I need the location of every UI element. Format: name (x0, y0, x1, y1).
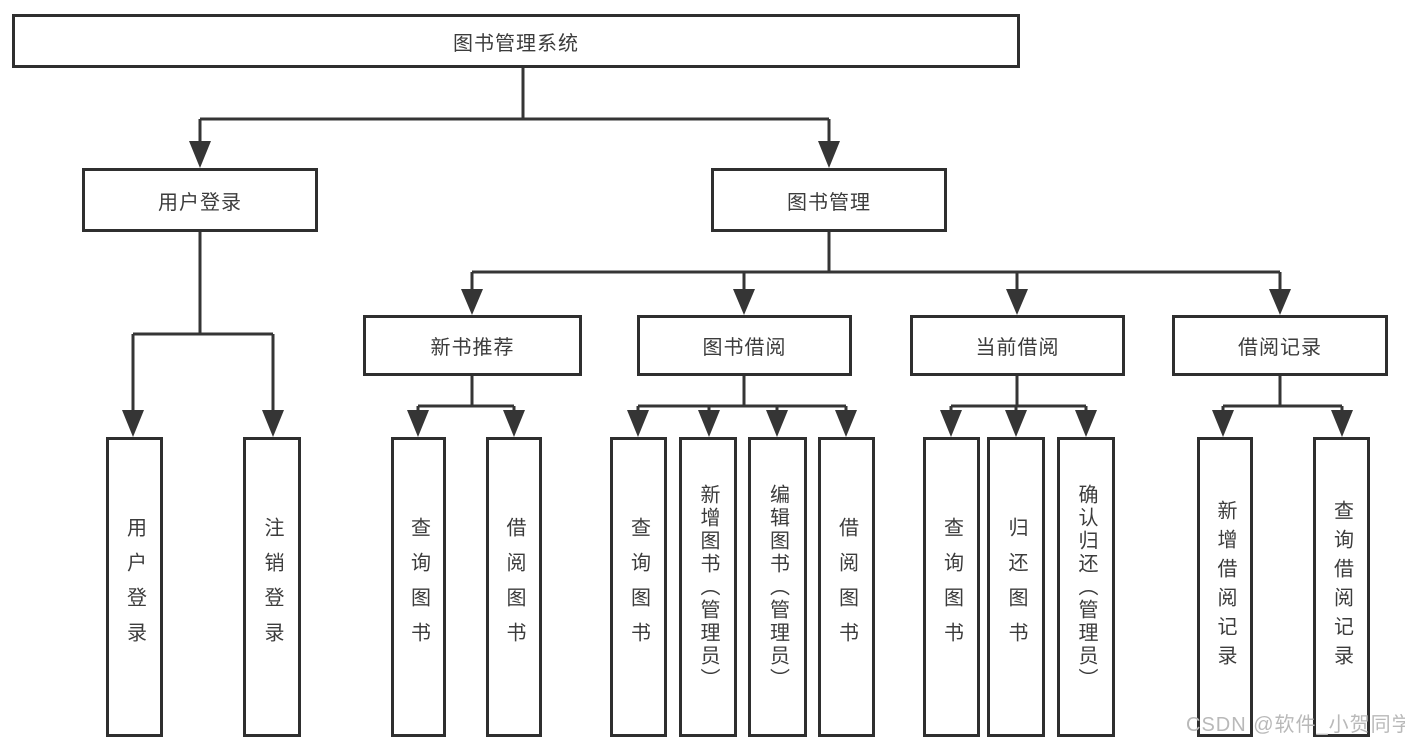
leaf-confirm-return-admin: 确认归还（管理员） (1057, 437, 1115, 737)
node-label: 借阅图书 (835, 517, 858, 657)
leaf-add-books-admin: 新增图书（管理员） (679, 437, 737, 737)
node-label: 借阅记录 (1238, 337, 1322, 359)
node-label: 新书推荐 (430, 337, 515, 359)
node-user-login: 用户登录 (82, 168, 318, 232)
watermark: CSDN @软件_小贺同学 (1186, 714, 1405, 736)
node-label: 查询图书 (627, 517, 650, 657)
leaf-query-books-borrowing: 查询图书 (610, 437, 667, 737)
node-label: 注销登录 (261, 517, 283, 657)
node-label: 新增借阅记录 (1214, 500, 1236, 674)
node-label: 查询图书 (940, 517, 963, 657)
leaf-query-borrow-record: 查询借阅记录 (1313, 437, 1370, 737)
node-book-borrowing: 图书借阅 (637, 315, 852, 376)
node-label: 图书管理 (787, 191, 871, 214)
node-label: 编辑图书（管理员） (766, 483, 789, 691)
leaf-query-books-current: 查询图书 (923, 437, 980, 737)
node-label: 用户登录 (123, 517, 146, 657)
node-label: 归还图书 (1005, 517, 1027, 657)
leaf-return-books: 归还图书 (987, 437, 1045, 737)
leaf-edit-books-admin: 编辑图书（管理员） (748, 437, 807, 737)
leaf-borrow-books-recommend: 借阅图书 (486, 437, 542, 737)
leaf-borrow-books: 借阅图书 (818, 437, 875, 737)
node-label: 当前借阅 (975, 337, 1060, 359)
node-label: 图书借阅 (702, 337, 787, 359)
leaf-user-login: 用户登录 (106, 437, 163, 737)
node-current-borrowing: 当前借阅 (910, 315, 1125, 376)
node-label: 图书管理系统 (453, 32, 579, 55)
node-library-system: 图书管理系统 (12, 14, 1020, 68)
node-new-book-recommend: 新书推荐 (363, 315, 582, 376)
leaf-add-borrow-record: 新增借阅记录 (1197, 437, 1253, 737)
node-label: 查询图书 (407, 517, 430, 657)
node-label: 用户登录 (158, 191, 242, 214)
node-borrow-records: 借阅记录 (1172, 315, 1388, 376)
node-label: 查询借阅记录 (1330, 500, 1353, 674)
node-label: 新增图书（管理员） (697, 483, 719, 691)
leaf-query-books-recommend: 查询图书 (391, 437, 446, 737)
node-label: 确认归还（管理员） (1075, 483, 1097, 691)
node-book-management: 图书管理 (711, 168, 947, 232)
node-label: 借阅图书 (503, 517, 525, 657)
leaf-logout: 注销登录 (243, 437, 301, 737)
